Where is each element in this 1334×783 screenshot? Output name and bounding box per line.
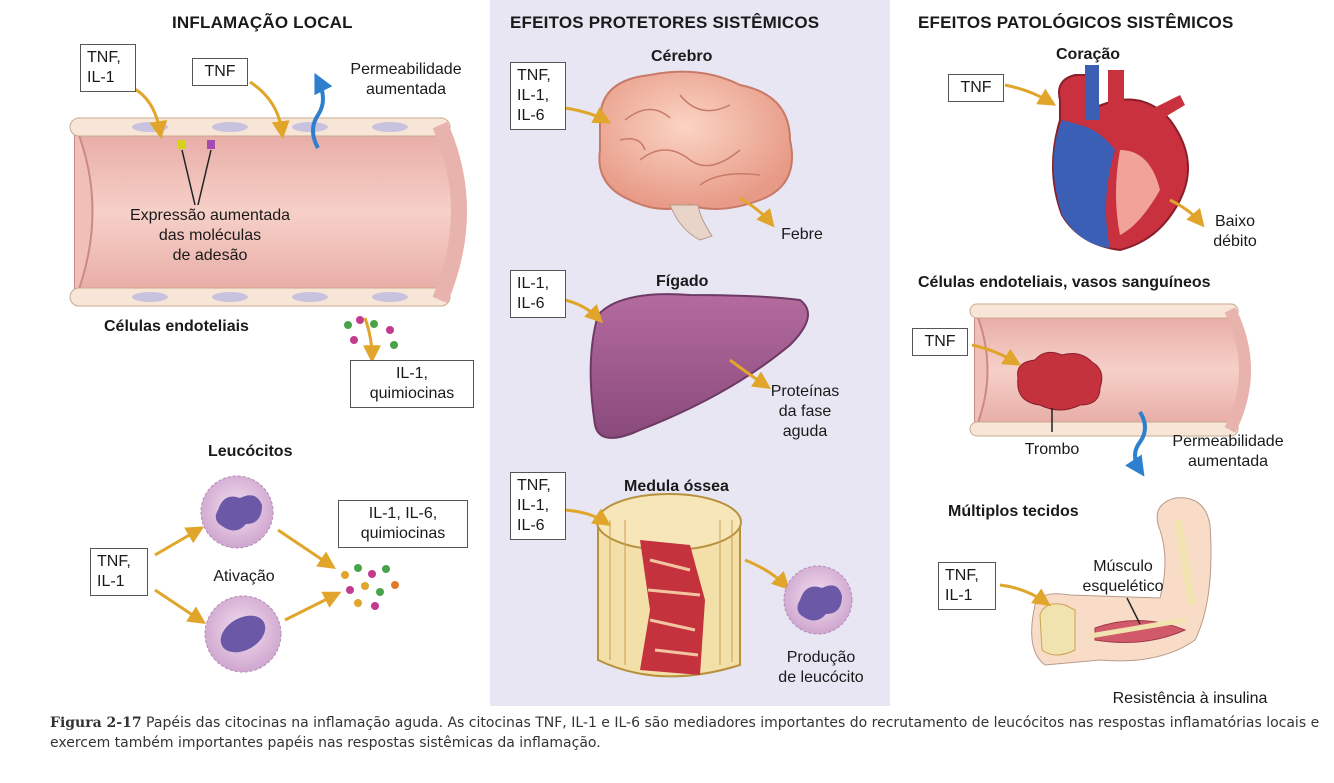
bone-marrow-label: Medula óssea: [624, 478, 729, 495]
arrow-icon: [564, 298, 604, 324]
liver-icon: [589, 293, 809, 439]
chemokine-dots-icon: [344, 316, 398, 349]
thrombus-label: Trombo: [1024, 441, 1080, 458]
activation-label: Ativação: [213, 568, 275, 585]
arrow-icon: [277, 528, 336, 570]
permeability-arrow-icon: [311, 72, 333, 149]
brain-icon: [598, 70, 793, 241]
cytokine-box-tissues: TNF,IL-1: [938, 562, 996, 610]
figure-caption: Figura 2-17 Papéis das citocinas na infl…: [50, 713, 1320, 753]
cytokine-box-liver: IL-1,IL-6: [510, 270, 566, 318]
cytokine-box-brain: TNF,IL-1,IL-6: [510, 62, 566, 130]
adhesion-molecule-icon: [178, 140, 186, 149]
arrow-icon: [132, 86, 168, 140]
vessel-thrombus-icon: [969, 303, 1251, 437]
arrow-icon: [564, 508, 611, 526]
arrow-icon: [564, 106, 612, 124]
arrow-icon: [1004, 83, 1057, 106]
heading-pathologic-effects: EFEITOS PATOLÓGICOS SISTÊMICOS: [918, 13, 1234, 32]
heading-protective-effects: EFEITOS PROTETORES SISTÊMICOS: [510, 13, 820, 32]
local-blood-vessel: [69, 117, 467, 307]
arrow-icon: [971, 343, 1022, 366]
insulin-resistance-label: Resistência à insulina: [1112, 690, 1268, 707]
vessels-label: Células endoteliais, vasos sanguíneos: [918, 274, 1211, 291]
adhesion-molecule-icon: [207, 140, 215, 149]
cytokine-box-marrow: TNF,IL-1,IL-6: [510, 472, 566, 540]
bone-marrow-icon: [596, 493, 742, 678]
arrow-icon: [744, 558, 791, 591]
arrow-icon: [1169, 198, 1205, 228]
cytokine-box-il1-chemokines: IL-1,quimiocinas: [350, 360, 474, 408]
liver-label: Fígado: [656, 273, 709, 290]
illustration-canvas: [69, 65, 1251, 678]
cytokine-box-tnf: TNF: [192, 58, 248, 86]
arrow-icon: [999, 583, 1051, 607]
cytokine-dots-icon: [341, 564, 399, 610]
arrow-icon: [249, 80, 290, 140]
fever-label: Febre: [781, 226, 823, 243]
endothelial-cells-label: Células endoteliais: [104, 318, 249, 335]
cytokine-box-vessels: TNF: [912, 328, 968, 356]
figure-number: Figura 2-17: [50, 715, 142, 731]
brain-label: Cérebro: [651, 48, 713, 65]
cytokine-box-tnf-il1-leukocytes: TNF,IL-1: [90, 548, 148, 596]
leukocyte-resting-icon: [200, 475, 274, 549]
arrow-icon: [362, 317, 381, 364]
cytokine-box-il1-il6-chemokines: IL-1, IL-6,quimiocinas: [338, 500, 468, 548]
heart-icon: [1052, 65, 1189, 252]
arrow-icon: [154, 526, 205, 557]
cytokine-box-heart: TNF: [948, 74, 1004, 102]
heading-local-inflammation: INFLAMAÇÃO LOCAL: [172, 13, 353, 32]
arrow-icon: [154, 588, 206, 624]
arrow-icon: [739, 196, 775, 228]
arm-muscle-icon: [1031, 497, 1212, 666]
arrow-icon: [729, 358, 771, 389]
figure-caption-text: Papéis das citocinas na inflamação aguda…: [50, 715, 1320, 751]
permeability-arrow-icon: [1125, 410, 1147, 477]
neutrophil-icon: [783, 565, 853, 635]
heart-label: Coração: [1056, 46, 1121, 63]
cytokine-box-tnf-il1: TNF,IL-1: [80, 44, 136, 92]
leukocytes-label: Leucócitos: [208, 443, 293, 460]
multiple-tissues-label: Múltiplos tecidos: [948, 503, 1079, 520]
leukocyte-activated-icon: [204, 595, 282, 673]
arrow-icon: [284, 591, 342, 622]
